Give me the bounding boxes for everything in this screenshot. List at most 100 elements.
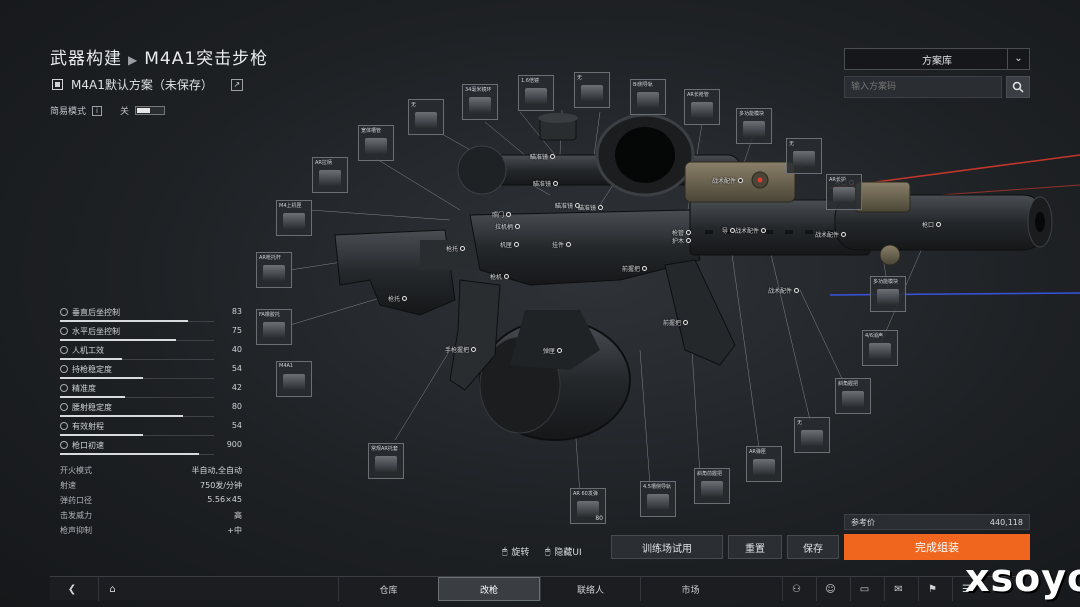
slot-thumbnail[interactable]: 无	[786, 138, 822, 174]
nav-tab-contacts[interactable]: 联络人	[540, 577, 640, 601]
page-title: 武器构建▶M4A1突击步枪	[50, 44, 268, 69]
part-tag[interactable]: 护木	[672, 236, 692, 245]
slot-thumbnail[interactable]: M4A1	[276, 361, 312, 397]
part-tag[interactable]: 战术配件	[712, 176, 744, 185]
part-tag[interactable]: 前握把	[622, 264, 648, 273]
nav-tab-gunsmith[interactable]: 改枪	[438, 577, 540, 601]
stat-icon	[60, 365, 68, 373]
stat-icon	[60, 346, 68, 354]
slot-thumbnail[interactable]: 斜角握把	[835, 378, 871, 414]
simple-mode-label: 简易模式	[50, 107, 87, 117]
slot-thumbnail[interactable]: 无	[408, 99, 444, 135]
back-arrow-icon[interactable]: ❮	[67, 583, 77, 595]
slot-thumbnail[interactable]: 4.5槽侧导轨	[640, 481, 676, 517]
slot-thumbnail[interactable]: 1.6倍镜	[518, 75, 554, 111]
part-tag[interactable]: 弹匣	[543, 346, 563, 355]
slot-thumbnail[interactable]: M4上机匣	[276, 200, 312, 236]
search-button[interactable]	[1006, 76, 1030, 98]
team-icon[interactable]: ⚇	[782, 577, 810, 601]
part-tag[interactable]: 手枪握把	[445, 345, 477, 354]
search-icon	[1012, 81, 1024, 93]
chevron-down-icon: ⌄	[1007, 49, 1029, 69]
slot-thumbnail[interactable]: FA橡胶托	[256, 309, 292, 345]
part-tag[interactable]: 枪托	[388, 294, 408, 303]
reset-button[interactable]: 重置	[728, 535, 782, 559]
stat-icon	[60, 422, 68, 430]
rotate-hint[interactable]: 🖱旋转	[502, 546, 530, 559]
stat-bar-fill	[60, 396, 125, 398]
reference-price-value: 440,118	[989, 517, 1023, 527]
part-tag[interactable]: 瞄准镜	[555, 201, 581, 210]
friends-icon[interactable]: ☺	[816, 577, 844, 601]
part-tag[interactable]: 拉机柄	[495, 222, 521, 231]
slot-thumbnail[interactable]: 无	[574, 72, 610, 108]
slot-thumbnail[interactable]: 多功能模块	[870, 276, 906, 312]
stat-bar-fill	[60, 377, 143, 379]
share-icon[interactable]: ↗	[230, 78, 243, 91]
pistol-grip	[449, 279, 501, 391]
part-tag[interactable]: 枪口	[922, 220, 942, 229]
part-tag[interactable]: 瞄准镜	[530, 152, 556, 161]
nav-tab-warehouse[interactable]: 仓库	[338, 577, 438, 601]
simple-mode-state: 关	[120, 107, 130, 117]
notification-icon[interactable]: ⚑	[918, 577, 946, 601]
slot-thumbnail[interactable]: 34毫米镜环	[462, 84, 498, 120]
hide-ui-hint[interactable]: 🖱隐藏UI	[545, 546, 582, 559]
slot-thumbnail[interactable]: 常规AR托套	[368, 443, 404, 479]
slot-thumbnail[interactable]: 多功能模块	[736, 108, 772, 144]
slot-thumbnail[interactable]: 4/6消声	[862, 330, 898, 366]
stat-bar-fill	[60, 320, 188, 322]
slot-thumbnail[interactable]: AR拉柄	[312, 157, 348, 193]
simple-mode-toggle[interactable]	[135, 106, 166, 115]
slot-thumbnail[interactable]: AR弹匣	[746, 446, 782, 482]
part-tag[interactable]: 瞄准镜	[578, 203, 604, 212]
part-tag[interactable]: 前握把	[663, 318, 689, 327]
weapon-title: M4A1突击步枪	[144, 49, 269, 69]
slot-count-badge: 80	[595, 515, 603, 522]
slot-thumbnail[interactable]: 斜角前握把	[694, 468, 730, 504]
mouse-icon: 🖱	[545, 546, 551, 557]
slot-thumbnail[interactable]: AR长护	[826, 174, 862, 210]
preset-name: M4A1默认方案（未保存）	[71, 78, 213, 92]
part-tag[interactable]: 挂件	[552, 240, 572, 249]
slot-thumbnail[interactable]: 无	[794, 417, 830, 453]
part-tag[interactable]: 战术配件	[768, 286, 800, 295]
info-icon[interactable]: i	[92, 105, 103, 116]
training-range-button[interactable]: 训练场试用	[611, 535, 723, 559]
slot-thumbnail[interactable]: Bi侧导轨	[630, 79, 666, 115]
slot-thumbnail[interactable]: 宽体槽管	[358, 125, 394, 161]
weapon-model[interactable]	[270, 100, 1080, 500]
bottom-nav: ❮ ⌂ 仓库 改枪 联络人 市场 ⚇ ☺ ▭ ✉ ⚑ ☰	[50, 576, 1030, 601]
scheme-library-dropdown[interactable]: 方案库 ⌄	[844, 48, 1030, 70]
part-tag[interactable]: 照门	[492, 210, 512, 219]
scheme-code-input[interactable]	[844, 76, 1002, 98]
slot-thumbnail[interactable]: AR长枪管	[684, 89, 720, 125]
chat-icon[interactable]: ▭	[850, 577, 878, 601]
part-tag[interactable]: 枪托	[446, 244, 466, 253]
mail-icon[interactable]: ✉	[884, 577, 912, 601]
watermark: xsoyo	[965, 556, 1080, 600]
stat-icon	[60, 403, 68, 411]
part-tag[interactable]: 枪机	[490, 272, 510, 281]
part-tag[interactable]: 机匣	[500, 240, 520, 249]
spec-row: 击发威力高	[60, 511, 242, 520]
menu-icon[interactable]: ☰	[952, 577, 980, 601]
spec-row: 开火模式半自动,全自动	[60, 466, 242, 475]
part-tag[interactable]: 枪管	[672, 228, 692, 237]
complete-assembly-button[interactable]: 完成组装	[844, 534, 1030, 560]
section-title: 武器构建	[50, 49, 122, 69]
part-tag[interactable]: 导	[722, 226, 736, 235]
home-icon[interactable]: ⌂	[98, 577, 126, 601]
nav-tab-market[interactable]: 市场	[640, 577, 740, 601]
save-button[interactable]: 保存	[787, 535, 839, 559]
part-tag[interactable]: 战术配件	[815, 230, 847, 239]
part-tag[interactable]: 战术配件	[735, 226, 767, 235]
part-tag[interactable]: 瞄准镜	[533, 179, 559, 188]
slot-thumbnail[interactable]: AR枪托杆	[256, 252, 292, 288]
